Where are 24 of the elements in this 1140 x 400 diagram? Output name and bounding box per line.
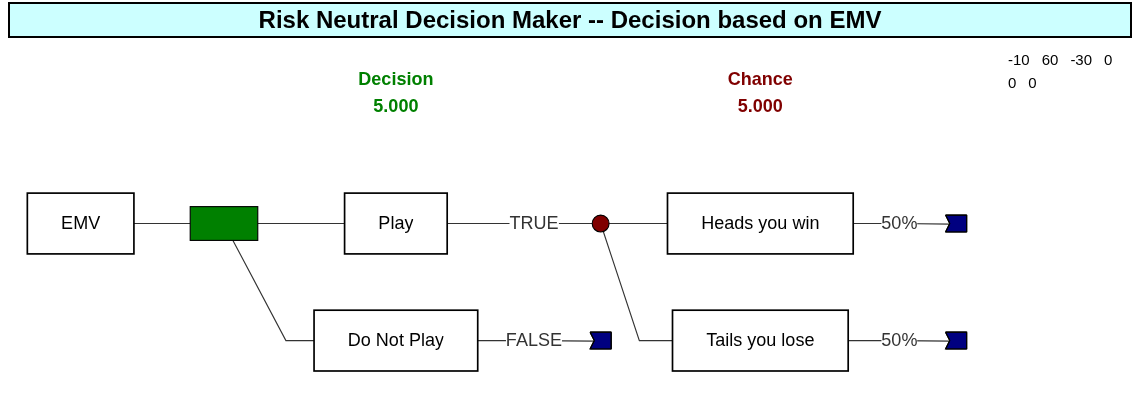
- node-box: Play: [343, 192, 449, 255]
- node-box: Heads you win: [666, 192, 855, 255]
- value-label: 0: [1104, 51, 1113, 68]
- node-label: 5.000: [373, 96, 419, 116]
- node-box: EMV: [26, 192, 135, 255]
- value-label: 0: [1008, 74, 1017, 91]
- edge-label: 50%: [881, 213, 918, 233]
- value-label: -10: [1008, 51, 1030, 68]
- value-label: -30: [1070, 51, 1093, 68]
- edge-label: FALSE: [505, 330, 562, 350]
- node-circle: [591, 214, 610, 233]
- diagram-title: Risk Neutral Decision Maker -- Decision based on EMV: [8, 2, 1132, 38]
- value-label: 0: [1028, 74, 1037, 91]
- edge-label: TRUE: [509, 213, 559, 233]
- node-box: Do Not Play: [313, 309, 479, 372]
- node-label: Chance: [727, 69, 793, 89]
- value-label: 60: [1041, 51, 1059, 68]
- node-box: Tails you lose: [671, 309, 850, 372]
- connector: [133, 222, 191, 225]
- node-label: 5.000: [737, 96, 783, 116]
- edge-label: 50%: [881, 330, 918, 350]
- node-label: Decision: [358, 69, 434, 89]
- node-box: [189, 206, 259, 241]
- connector: [232, 239, 315, 342]
